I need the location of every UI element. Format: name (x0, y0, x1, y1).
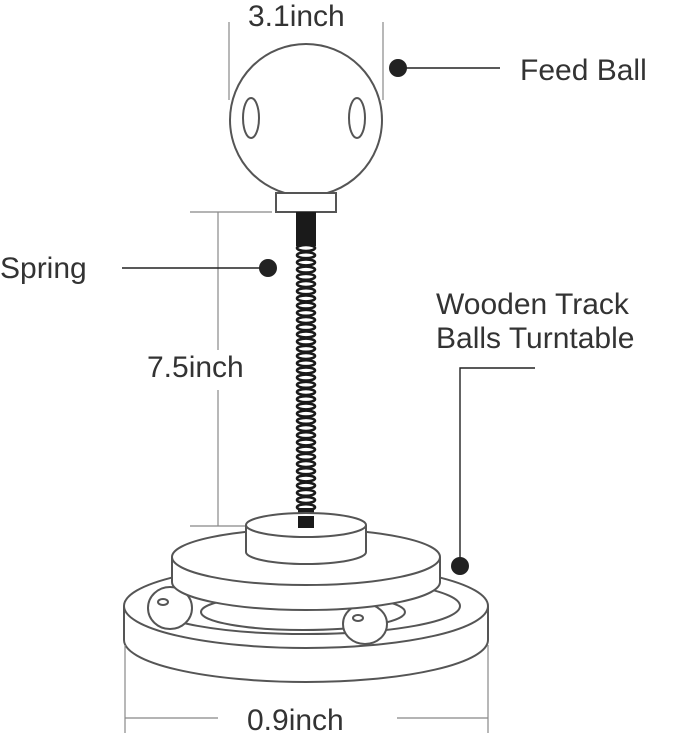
spring-coil (295, 387, 317, 397)
turntable-label: Wooden Track Balls Turntable (436, 288, 634, 356)
spring-coil (295, 409, 317, 418)
turntable-dot (451, 557, 469, 575)
track-ball-right (342, 603, 388, 645)
spring-coil (295, 243, 317, 253)
spring-coil (295, 301, 317, 310)
spring-coil (295, 459, 317, 469)
spring-coil (295, 380, 317, 390)
spring-coil (295, 308, 317, 318)
turntable-label-line-2: Balls Turntable (436, 322, 635, 355)
spring-label: Spring (0, 252, 87, 285)
spring-coil (295, 358, 317, 368)
spring-coil (295, 315, 317, 325)
spring-top-cap (296, 212, 316, 246)
feed-ball-label: Feed Ball (520, 54, 647, 87)
spring-coil (295, 265, 317, 274)
spring-coil (295, 430, 317, 440)
spring-coil (295, 373, 317, 382)
spring-coil (295, 250, 317, 260)
spring-coil (295, 495, 317, 505)
spring-coil (295, 474, 317, 483)
spring-coil (295, 351, 317, 361)
track-ball-left (147, 586, 193, 630)
spring-coil (295, 438, 317, 447)
callout-dots (259, 59, 469, 575)
spring-coil (295, 366, 317, 375)
spring-coil (295, 344, 317, 354)
spring-coil (295, 452, 317, 462)
spring-coil (295, 330, 317, 339)
spring-base-cap (298, 516, 314, 528)
feed-ball (229, 43, 383, 197)
top-width-label: 3.1inch (248, 0, 345, 33)
bottom-width-dimension (124, 645, 489, 733)
top-width-dimension (228, 22, 384, 100)
turntable-label-line-1: Wooden Track (436, 288, 629, 321)
spring-coil (295, 286, 317, 296)
spring-coil (295, 466, 317, 476)
spring-coil (295, 402, 317, 411)
height-label: 7.5inch (147, 351, 244, 384)
spring-coil (295, 272, 317, 282)
spring-coil (295, 394, 317, 404)
turntable-base (123, 512, 489, 683)
spring-coil (295, 322, 317, 332)
spring-coil (295, 294, 317, 303)
spring-coil (295, 337, 317, 346)
spring-coil (295, 481, 317, 490)
ball-collar (275, 192, 337, 213)
spring-coil (295, 416, 317, 426)
spring-dot (259, 259, 277, 277)
spring-coil (295, 445, 317, 454)
spring-coil (295, 423, 317, 433)
bottom-width-label: 0.9inch (247, 704, 344, 737)
spring-coil (295, 258, 317, 267)
feed-ball-dot (389, 59, 407, 77)
spring-coils (295, 243, 317, 512)
spring-coil (295, 279, 317, 289)
spring-coil (295, 488, 317, 498)
leader-lines (122, 67, 535, 566)
